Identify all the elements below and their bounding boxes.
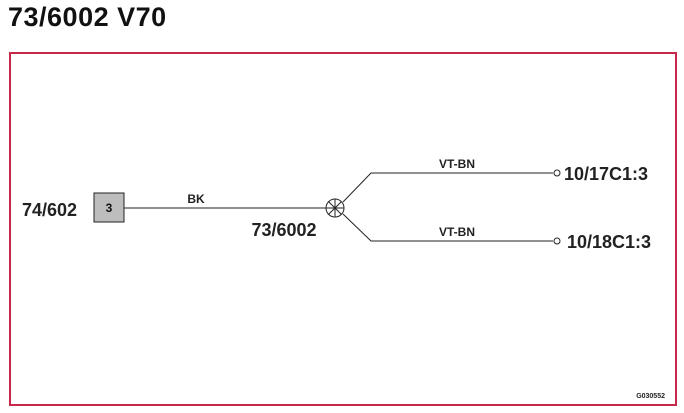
terminal-lower-label: 10/18C1:3 xyxy=(567,232,651,252)
connector-pin-number: 3 xyxy=(106,201,113,215)
connector-box xyxy=(93,192,125,223)
terminal-upper-icon xyxy=(553,169,561,177)
wire-branch-upper xyxy=(342,172,553,203)
terminal-upper-label: 10/17C1:3 xyxy=(564,164,648,184)
wire-main-color-code: BK xyxy=(187,192,205,206)
figure-code: G030552 xyxy=(636,393,665,400)
connector-label-74-602: 74/602 xyxy=(22,200,77,220)
wire-branch-lower xyxy=(342,213,553,242)
splice-label: 73/6002 xyxy=(251,220,316,240)
splice-icon xyxy=(325,198,345,218)
page-title: 73/6002 V70 xyxy=(8,2,167,32)
terminal-lower-icon xyxy=(553,237,561,245)
wire-upper-color-code: VT-BN xyxy=(439,157,475,171)
diagram-frame xyxy=(9,52,677,406)
wire-lower-color-code: VT-BN xyxy=(439,225,475,239)
